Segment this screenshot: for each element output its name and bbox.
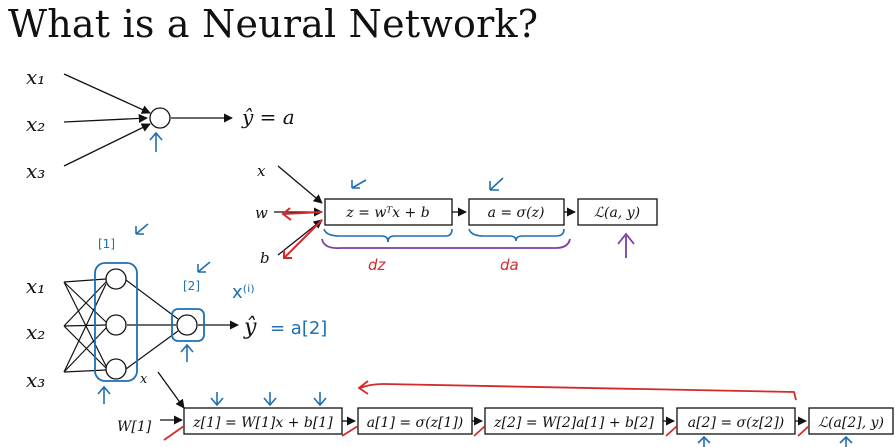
bottom-graph-input-edge-x (157, 371, 185, 409)
backprop-label-dz: dz (368, 256, 387, 274)
annotation-tick-a (489, 177, 504, 191)
hidden-to-output-edges (125, 279, 179, 370)
top-edge-x1 (63, 73, 151, 114)
loss-up-arrow (617, 232, 635, 258)
red-arrow-b (283, 219, 323, 259)
bottom-input-x2: x₂ (26, 320, 45, 344)
graph-edge-x (277, 165, 323, 204)
red-arrow-w (281, 207, 323, 221)
bottom-input-x1: x₁ (26, 274, 45, 298)
output-layer-outline (171, 308, 205, 342)
graph-input-w: w (255, 204, 268, 222)
bottom-output-rhs: = a[2] (270, 318, 327, 339)
top-neuron (149, 107, 171, 129)
down-arrow-3 (313, 392, 327, 407)
bottom-input-x3: x₃ (26, 368, 45, 392)
brace-z (323, 228, 453, 243)
brace-a (468, 228, 565, 242)
graph-box-loss-label: ℒ(a, y) (594, 205, 640, 221)
top-input-x3: x₃ (26, 159, 45, 183)
backprop-label-da: da (500, 256, 519, 274)
hidden-layer-outline (94, 262, 138, 382)
bottom-output-yhat: ŷ (243, 315, 257, 340)
bottom-box-a2-label: a[2] = σ(z[2]) (688, 415, 785, 431)
down-arrow-1 (210, 392, 224, 407)
bottom-graph: W[1] z[1] = W[1]x + b[1] a[1] = σ(z[1]) … (117, 371, 894, 447)
hidden-neuron-1 (105, 268, 127, 290)
bottom-graph-input-w: W[1] (117, 419, 152, 435)
bottom-box-loss (808, 407, 894, 435)
graph-input-x: x (257, 162, 266, 180)
top-network: x₁ x₂ x₃ ŷ = a (26, 65, 295, 183)
top-neuron-annotation-arrow (149, 131, 163, 152)
bottom-box-z2-label: z[2] = W[2]a[1] + b[2] (493, 415, 654, 431)
graph-box-z-label: z = wᵀx + b (345, 205, 429, 221)
hidden-layer-up-arrow (97, 385, 111, 404)
graph-box-loss (577, 198, 658, 226)
red-arrow-z2 (473, 425, 486, 437)
top-input-x2: x₂ (26, 112, 45, 136)
superscript-x-label: x⁽ⁱ⁾ (232, 282, 255, 303)
layer-mark-2: [2] (183, 279, 200, 293)
red-arrow-loss (797, 425, 810, 437)
input-to-hidden-edges (63, 278, 107, 373)
purple-bracket (321, 238, 571, 249)
top-output-label: ŷ = a (241, 105, 295, 129)
bottom-box-a1-label: a[1] = σ(z[1]) (367, 415, 464, 431)
red-arrow-a2 (665, 425, 678, 437)
top-input-x1: x₁ (26, 65, 45, 89)
graph-box-z (324, 198, 453, 226)
up-arrow-a2 (697, 435, 711, 447)
bottom-network: x₁ x₂ x₃ ŷ = a[2] [1] [2] (26, 223, 327, 404)
backprop-red-arrowhead (357, 380, 369, 395)
annotation-tick-z (351, 179, 367, 189)
graph-box-a-label: a = σ(z) (488, 205, 545, 221)
output-neuron (176, 314, 198, 336)
bottom-x-label: x (140, 372, 148, 387)
hidden-neuron-3 (105, 358, 127, 380)
backprop-red-arrow (359, 383, 797, 401)
graph-box-a (468, 198, 565, 226)
computation-graph: x w b z = wᵀx + b a = σ(z) ℒ(a, y) dz da (255, 162, 658, 274)
hidden-layer-tick (135, 223, 149, 235)
bottom-box-z1-label: z[1] = W[1]x + b[1] (192, 415, 333, 431)
layer-mark-1: [1] (98, 237, 115, 251)
red-arrow-a1 (341, 425, 359, 437)
hidden-neuron-2 (105, 314, 127, 336)
down-arrow-2 (263, 392, 277, 407)
bottom-box-a1 (357, 407, 473, 435)
output-neuron-up-arrow (180, 343, 194, 362)
graph-input-b: b (260, 249, 270, 267)
graph-edge-b (277, 219, 323, 256)
slide-title: What is a Neural Network? (8, 2, 539, 46)
top-edge-x3 (63, 123, 151, 167)
bottom-box-loss-label: ℒ(a[2], y) (818, 415, 884, 431)
red-arrow-w1 (163, 425, 185, 441)
up-arrow-loss (839, 435, 853, 447)
top-edge-x2 (63, 113, 148, 123)
bottom-box-a2 (676, 407, 796, 435)
output-layer-tick (197, 261, 211, 273)
